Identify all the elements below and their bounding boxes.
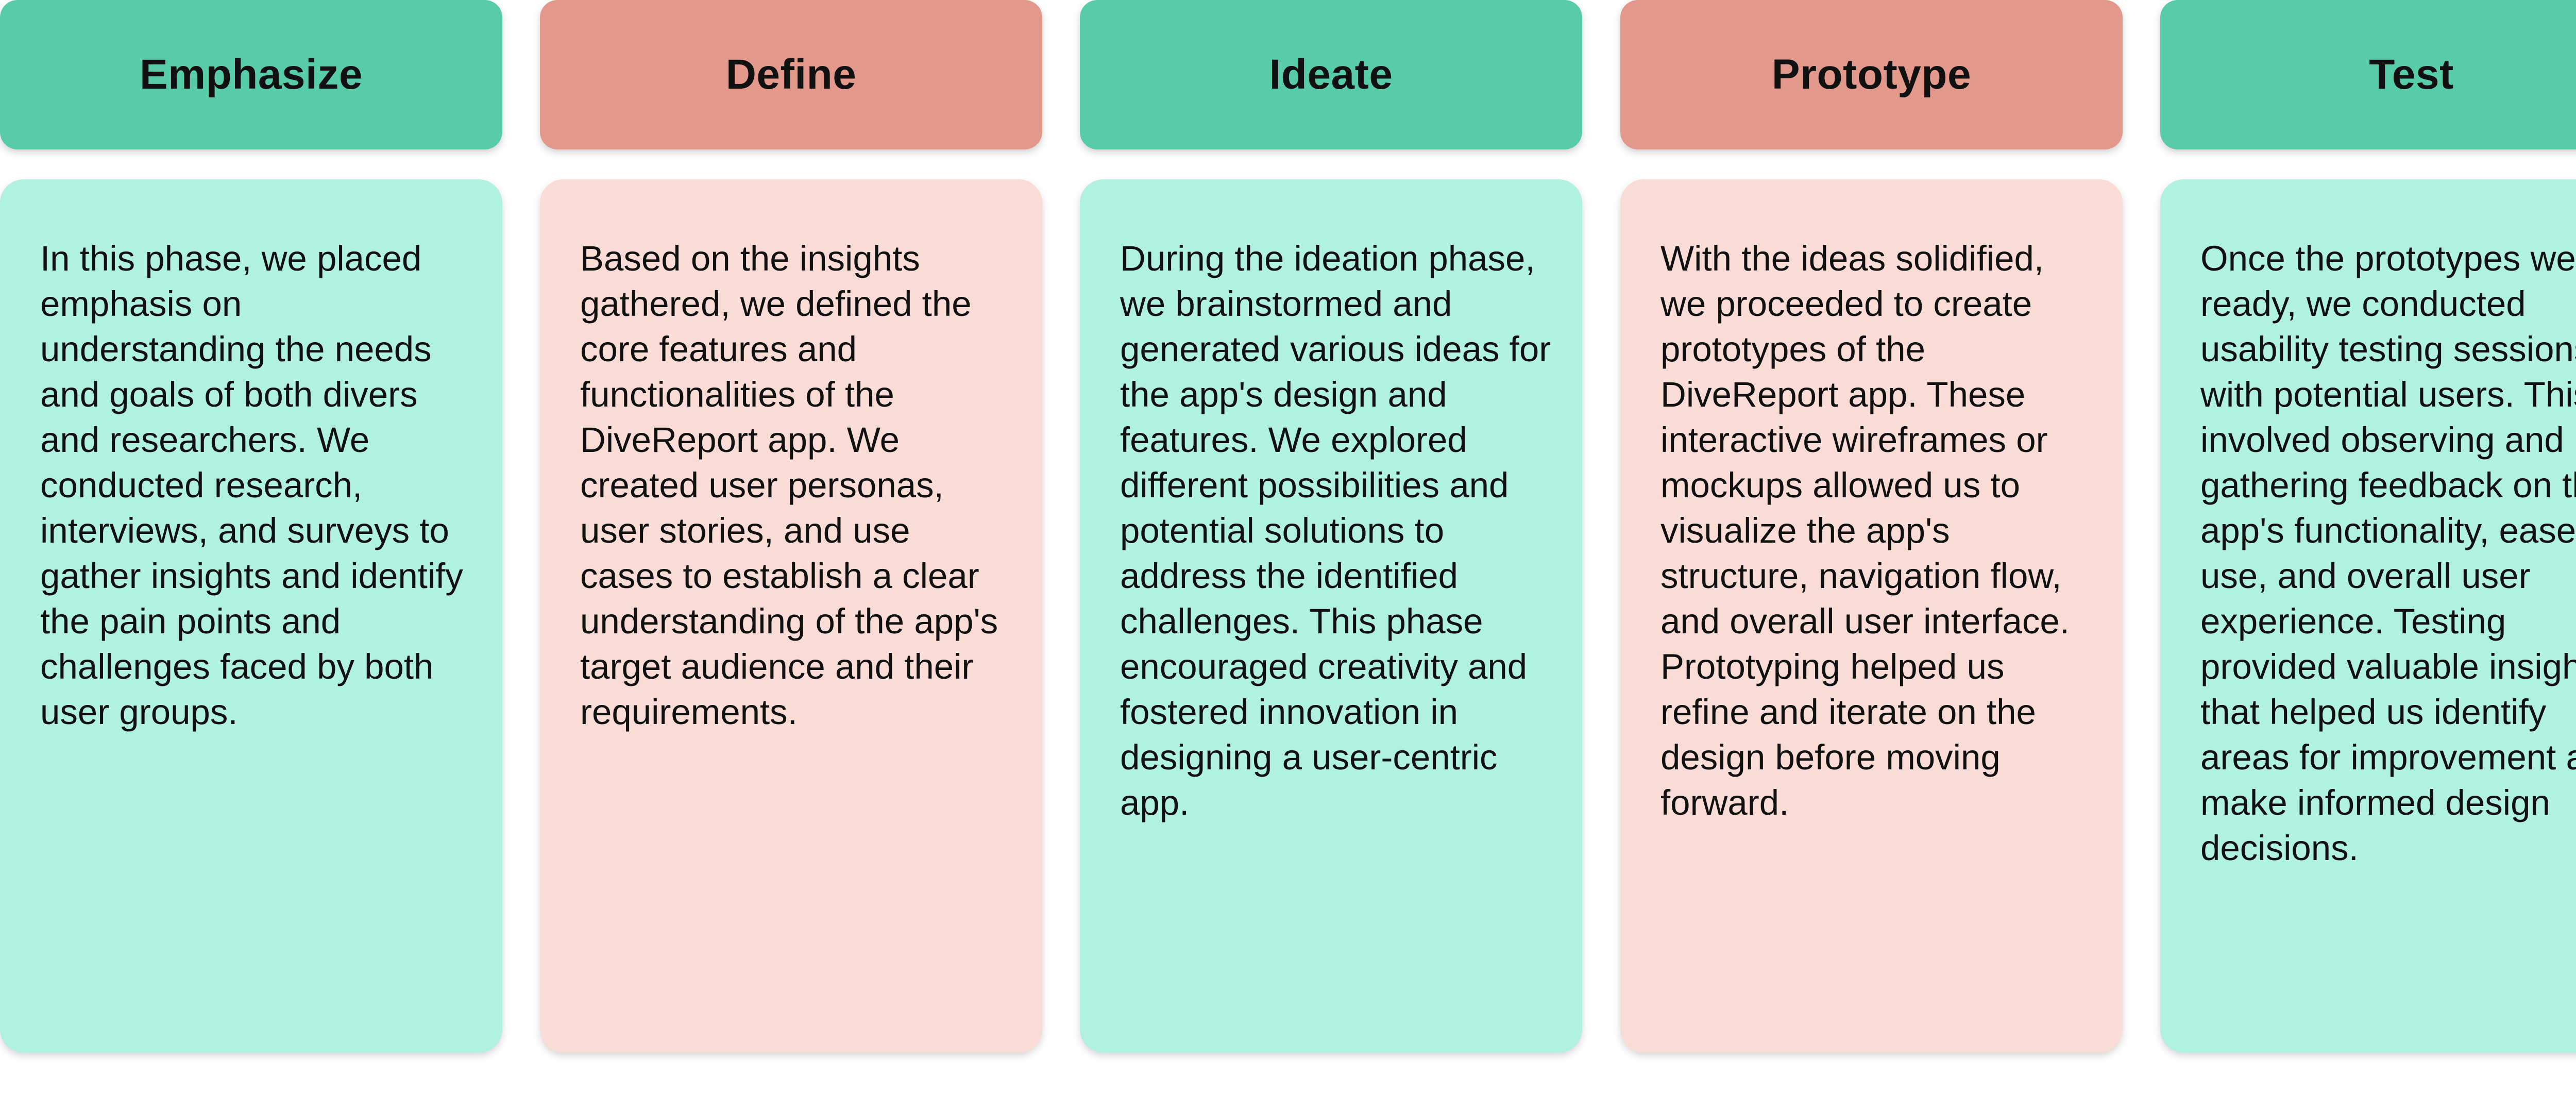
- phase-title: Define: [725, 51, 857, 98]
- phase-description-card: Based on the insights gathered, we defin…: [540, 179, 1042, 1053]
- phase-header: Define: [540, 0, 1042, 149]
- phase-title: Prototype: [1771, 51, 1972, 98]
- phase-description: Based on the insights gathered, we defin…: [580, 239, 998, 732]
- phase-description: During the ideation phase, we brainstorm…: [1120, 239, 1551, 822]
- phase-header: Emphasize: [0, 0, 502, 149]
- phase-title: Test: [2369, 51, 2454, 98]
- phase-title: Ideate: [1269, 51, 1393, 98]
- phase-description-card: With the ideas solidified, we proceeded …: [1620, 179, 2123, 1053]
- phase-title: Emphasize: [140, 51, 363, 98]
- phase-header: Test: [2160, 0, 2576, 149]
- phase-description-card: In this phase, we placed emphasis on und…: [0, 179, 502, 1053]
- phase-description: With the ideas solidified, we proceeded …: [1660, 239, 2070, 822]
- phase-header: Prototype: [1620, 0, 2123, 149]
- phase-description: In this phase, we placed emphasis on und…: [40, 239, 463, 732]
- phase-header: Ideate: [1080, 0, 1582, 149]
- phase-description-card: During the ideation phase, we brainstorm…: [1080, 179, 1582, 1053]
